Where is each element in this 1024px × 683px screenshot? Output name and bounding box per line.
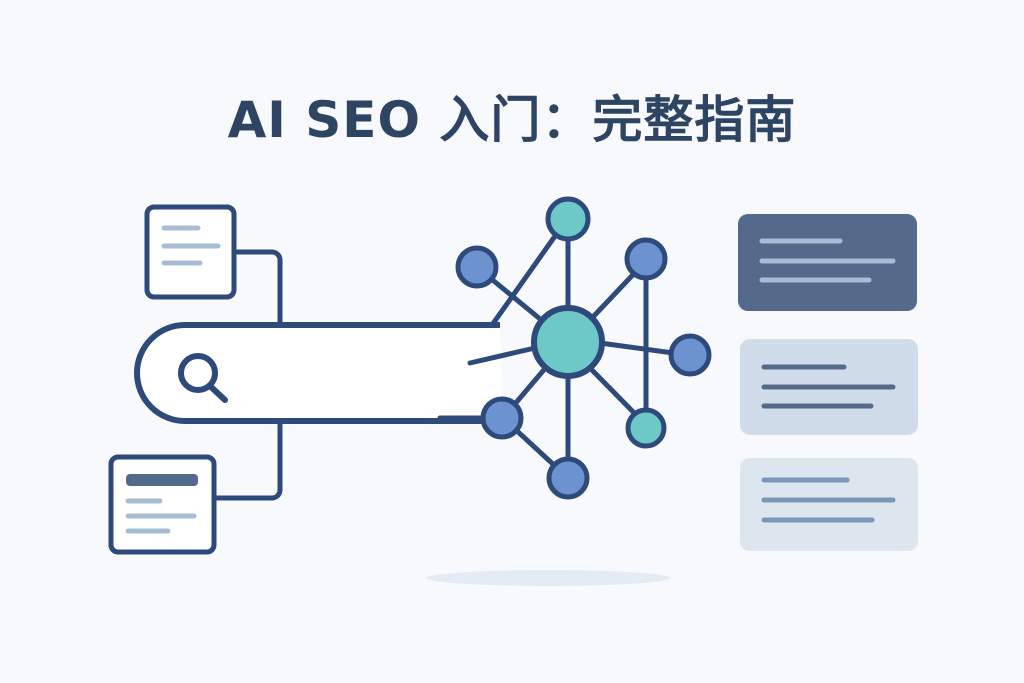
network-node — [455, 245, 499, 289]
connector-bottom — [214, 420, 283, 501]
search-bar[interactable] — [134, 322, 502, 424]
document-icon — [144, 204, 237, 300]
page-title: AI SEO 入门：完整指南 — [227, 91, 797, 149]
search-icon — [178, 353, 228, 403]
network-node-center — [531, 305, 605, 379]
network-node — [545, 196, 591, 242]
result-card-3[interactable] — [740, 458, 918, 551]
document-icon — [108, 454, 217, 555]
network-node — [546, 456, 590, 500]
result-card-1[interactable] — [738, 214, 917, 311]
network-node — [624, 237, 668, 281]
connector-top — [233, 249, 283, 325]
network-node — [480, 396, 524, 440]
ground-shadow — [426, 570, 670, 586]
network-node — [668, 333, 712, 377]
result-card-2[interactable] — [740, 339, 918, 435]
network-node — [625, 407, 667, 449]
